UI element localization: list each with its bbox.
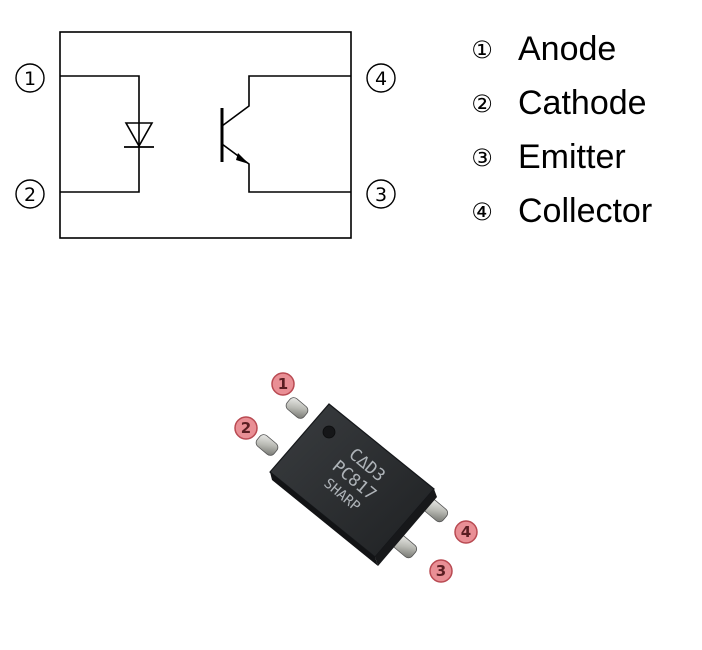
optocoupler-schematic: 1 2 3 4 ① Anode ② Cathode ③ Emitter ④ Co… [15,30,652,239]
chip-pin-badge-4: 4 [454,520,478,544]
legend-num: ③ [471,144,493,172]
chip-pin-badge-1: 1 [271,372,295,396]
emitter-arrow [236,153,249,164]
legend-name: Cathode [518,84,647,122]
emitter-wire [221,143,351,193]
legend-name: Anode [518,30,616,68]
chip-lead-2 [255,434,279,456]
chip-body [269,403,437,566]
pin-1-marker: 1 [15,63,45,93]
anode-wire [60,75,140,193]
collector-wire [221,75,351,127]
pin-4-label: 4 [375,68,387,90]
legend-name: Emitter [518,138,626,176]
legend-item-anode: ① Anode [471,30,616,68]
chip-pin-badge-label: 4 [461,523,471,541]
chip-pin-badge-2: 2 [234,416,258,440]
chip-lead-1 [285,397,309,419]
legend-item-cathode: ② Cathode [471,84,646,122]
legend-num: ④ [471,198,493,226]
legend-num: ② [471,90,493,118]
pin-4-marker: 4 [366,63,396,93]
chip-pin-badge-label: 1 [278,375,288,393]
pin-1-dot [322,425,336,439]
chip-pin-badge-label: 2 [241,419,251,437]
chip-pin-badge-3: 3 [429,559,453,583]
pin-1-label: 1 [24,68,36,90]
pin-3-marker: 3 [366,179,396,209]
pin-2-marker: 2 [15,179,45,209]
legend-name: Collector [518,192,652,230]
pin-legend: ① Anode ② Cathode ③ Emitter ④ Collector [471,30,652,230]
legend-num: ① [471,36,493,64]
legend-item-collector: ④ Collector [471,192,652,230]
package-outline [59,31,352,239]
pin-3-label: 3 [375,184,387,206]
led-diode-symbol [124,122,154,148]
chip-pin-badge-label: 3 [436,562,446,580]
pin-2-label: 2 [24,184,36,206]
legend-item-emitter: ③ Emitter [471,138,625,176]
